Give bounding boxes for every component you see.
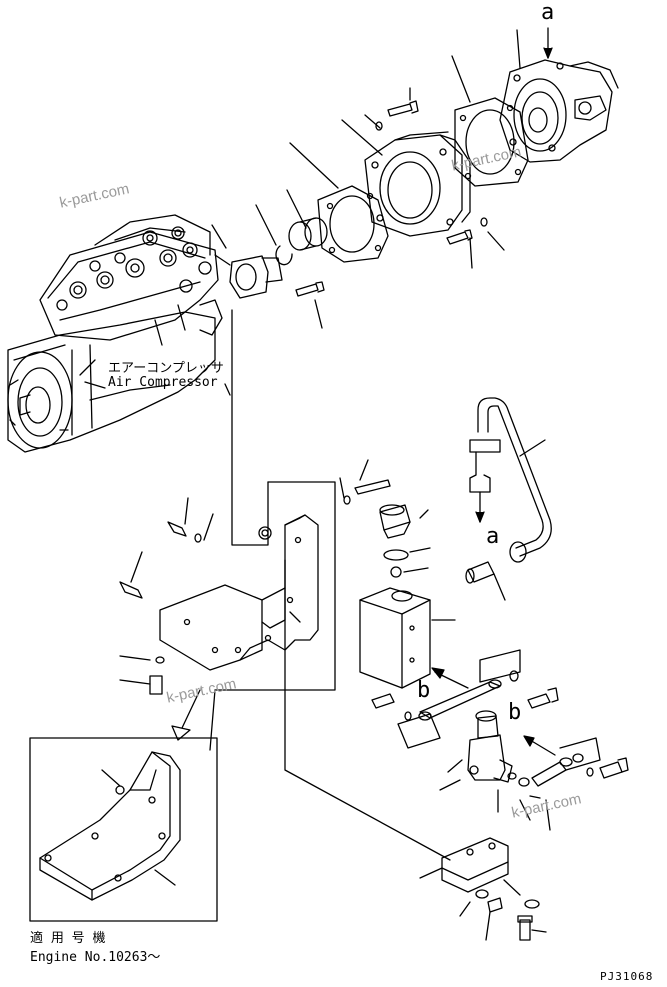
connector xyxy=(465,561,506,601)
hydraulic-pump xyxy=(499,27,619,163)
drive-flange xyxy=(214,254,283,299)
bolt-top-1 xyxy=(375,100,419,131)
inset-applicability-jp: 適 用 号 機 xyxy=(30,931,106,946)
bracket-bolt-2 xyxy=(119,581,143,599)
inset-bracket xyxy=(39,751,181,901)
callout-a-top: a xyxy=(541,0,555,25)
callout-a-arrow: a xyxy=(486,524,500,549)
air-compressor xyxy=(7,214,231,453)
callout-b-left: b xyxy=(417,678,431,703)
callout-b-right: b xyxy=(508,700,522,725)
inset-frame xyxy=(29,737,218,922)
lower-bracket xyxy=(419,837,509,893)
drawing-code: PJ31068 xyxy=(600,970,654,983)
bracket-bolt-3 xyxy=(149,656,165,695)
bracket-bolt-1 xyxy=(167,521,202,543)
compressor-label-en: Air Compressor xyxy=(108,375,218,390)
o-ring xyxy=(383,549,409,561)
inset-applicability-en: Engine No.10263～ xyxy=(30,950,161,965)
tube-right xyxy=(497,737,629,831)
plug xyxy=(379,504,411,539)
compressor-label-jp: エアーコンプレッサ xyxy=(108,361,224,376)
ball xyxy=(390,566,402,578)
valve xyxy=(439,710,513,791)
manifold-block xyxy=(359,587,431,689)
gasket-2 xyxy=(454,97,529,187)
bolt-flange xyxy=(295,281,325,297)
bracket xyxy=(159,514,319,671)
snap-ring xyxy=(275,245,293,266)
adapter-housing xyxy=(364,131,471,237)
tube-b xyxy=(418,649,521,721)
pipe xyxy=(469,397,552,563)
bearing xyxy=(288,217,328,251)
